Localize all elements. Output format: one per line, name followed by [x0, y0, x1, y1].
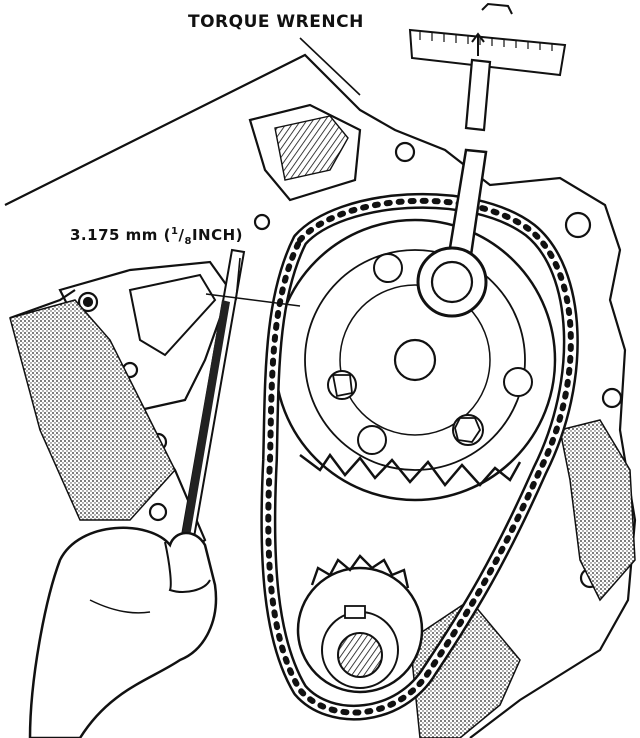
- measurement-mm-text: 3.175 mm (: [70, 226, 172, 244]
- callout-leaders: [205, 37, 361, 307]
- housing-shading-left: [9, 299, 176, 521]
- housing-shading-right: [559, 419, 636, 602]
- torque-wrench-text: TORQUE WRENCH: [188, 12, 364, 32]
- measurement-label: 3.175 mm (1/8INCH): [70, 226, 243, 247]
- engine-block: [4, 53, 637, 738]
- measurement-unit-text: INCH): [191, 226, 243, 244]
- torque-wrench: [408, 2, 567, 318]
- fraction-numerator: 1: [171, 226, 179, 237]
- camshaft-sprocket: [273, 218, 557, 502]
- hand-with-scale: [28, 248, 246, 738]
- torque-wrench-label: TORQUE WRENCH: [188, 12, 364, 32]
- fraction-denominator: 8: [184, 236, 192, 247]
- timing-chain: [260, 192, 579, 721]
- crankshaft-sprocket: [296, 554, 424, 694]
